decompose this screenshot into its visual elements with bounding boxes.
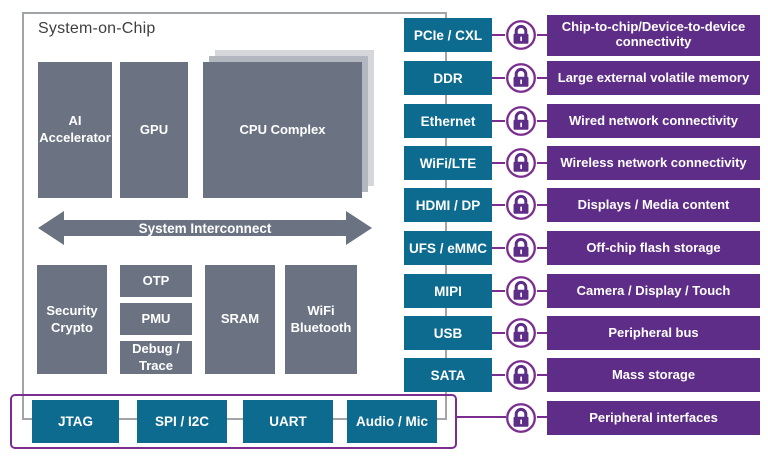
block-cpu-complex: CPU Complex <box>203 62 362 198</box>
desc-box-ddr: Large external volatile memory <box>547 61 760 95</box>
connector-line <box>492 120 505 122</box>
block-ai-accelerator: AI Accelerator <box>38 62 112 198</box>
connector-line <box>492 34 505 36</box>
system-interconnect-label: System Interconnect <box>138 220 272 236</box>
port-box-sata: SATA <box>404 358 492 392</box>
interface-row-ufs-emmc: UFS / eMMC Off-chip flash storage <box>404 231 760 265</box>
block-sram: SRAM <box>205 265 275 374</box>
port-box-audio-mic: Audio / Mic <box>347 400 437 443</box>
block-pmu: PMU <box>120 303 192 335</box>
desc-box-hdmi-dp: Displays / Media content <box>547 188 760 222</box>
lock-icon <box>505 19 537 51</box>
desc-box-mipi: Camera / Display / Touch <box>547 274 760 308</box>
lock-icon <box>505 232 537 264</box>
connector-line <box>492 332 505 334</box>
connector-line <box>492 290 505 292</box>
lock-icon <box>505 317 537 349</box>
connector-line <box>492 162 505 164</box>
interface-row-hdmi-dp: HDMI / DP Displays / Media content <box>404 188 760 222</box>
peripheral-connector-line <box>455 416 506 418</box>
port-box-mipi: MIPI <box>404 274 492 308</box>
connector-line <box>537 290 547 292</box>
lock-icon <box>505 402 537 434</box>
lock-icon <box>505 189 537 221</box>
port-box-pcie-cxl: PCIe / CXL <box>404 18 492 52</box>
port-box-spi-i2c: SPI / I2C <box>137 400 227 443</box>
connector-line <box>537 162 547 164</box>
interface-row-ddr: DDR Large external volatile memory <box>404 61 760 95</box>
connector-line <box>537 77 547 79</box>
interface-row-ethernet: Ethernet Wired network connectivity <box>404 104 760 138</box>
interface-row-pcie-cxl: PCIe / CXL Chip-to-chip/Device-to-device… <box>404 14 760 56</box>
connector-line <box>537 204 547 206</box>
block-gpu: GPU <box>120 62 188 198</box>
lock-icon <box>505 105 537 137</box>
interface-row-sata: SATA Mass storage <box>404 358 760 392</box>
connector-line <box>492 247 505 249</box>
desc-box-pcie-cxl: Chip-to-chip/Device-to-device connectivi… <box>547 14 760 56</box>
port-box-uart: UART <box>243 400 333 443</box>
desc-box-ethernet: Wired network connectivity <box>547 104 760 138</box>
connector-line <box>537 247 547 249</box>
port-box-ddr: DDR <box>404 61 492 95</box>
block-debug-trace: Debug / Trace <box>120 341 192 374</box>
block-otp: OTP <box>120 265 192 297</box>
connector-line <box>537 34 547 36</box>
connector-line <box>492 204 505 206</box>
block-security-crypto: Security Crypto <box>37 265 107 374</box>
connector-line <box>537 332 547 334</box>
connector-line <box>537 120 547 122</box>
connector-line <box>492 77 505 79</box>
desc-box-sata: Mass storage <box>547 358 760 392</box>
block-wifi-bluetooth: WiFi Bluetooth <box>285 265 357 374</box>
port-box-ethernet: Ethernet <box>404 104 492 138</box>
soc-title: System-on-Chip <box>38 20 156 37</box>
port-box-usb: USB <box>404 316 492 350</box>
lock-icon <box>505 359 537 391</box>
lock-icon <box>505 62 537 94</box>
port-box-jtag: JTAG <box>32 400 119 443</box>
connector-line <box>492 374 505 376</box>
interface-row-usb: USB Peripheral bus <box>404 316 760 350</box>
interface-row-mipi: MIPI Camera / Display / Touch <box>404 274 760 308</box>
lock-icon <box>505 147 537 179</box>
port-box-ufs-emmc: UFS / eMMC <box>404 231 492 265</box>
lock-icon <box>505 275 537 307</box>
peripheral-group-outline <box>10 394 457 449</box>
desc-box-ufs-emmc: Off-chip flash storage <box>547 231 760 265</box>
interface-row-wifi-lte: WiFi/LTE Wireless network connectivity <box>404 146 760 180</box>
connector-line <box>537 374 547 376</box>
desc-box-peripheral-interfaces: Peripheral interfaces <box>547 401 760 435</box>
system-interconnect-arrow <box>38 211 372 245</box>
desc-box-usb: Peripheral bus <box>547 316 760 350</box>
connector-line <box>537 416 547 418</box>
port-box-wifi-lte: WiFi/LTE <box>404 146 492 180</box>
desc-box-wifi-lte: Wireless network connectivity <box>547 146 760 180</box>
port-box-hdmi-dp: HDMI / DP <box>404 188 492 222</box>
